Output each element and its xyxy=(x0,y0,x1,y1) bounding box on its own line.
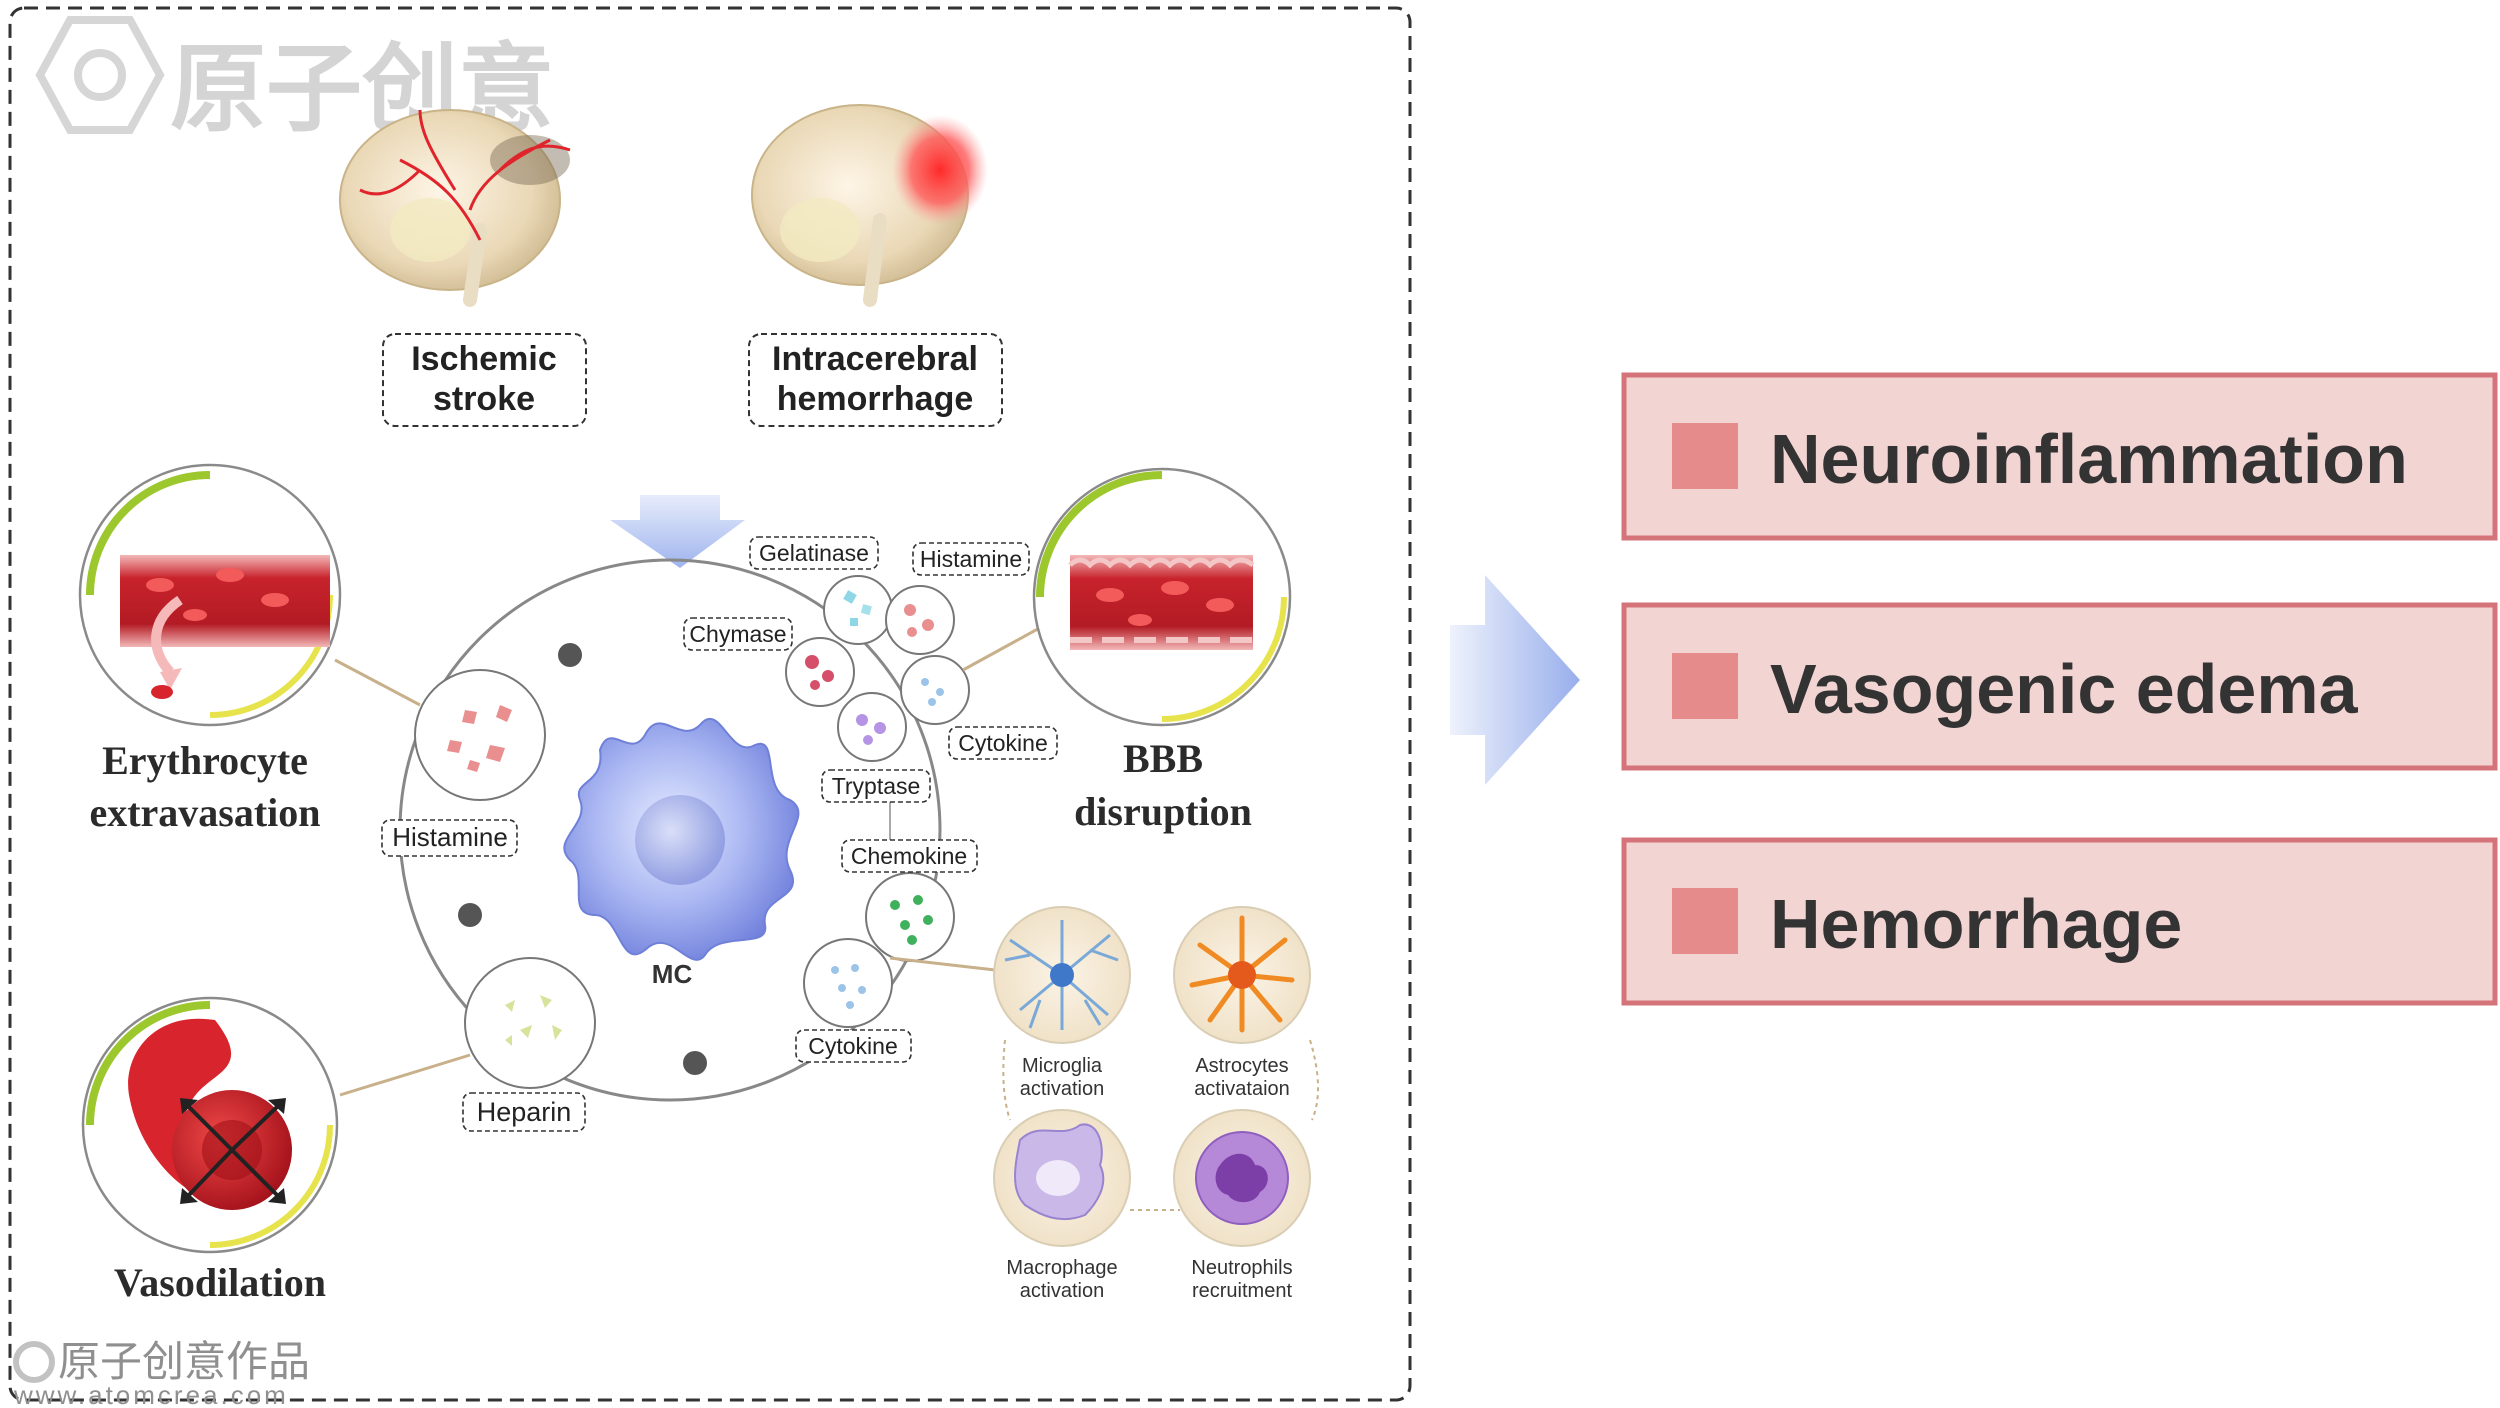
vasodilation-icon xyxy=(81,996,339,1254)
astrocyte-icon xyxy=(1173,906,1311,1044)
brain-hemorrhage-icon xyxy=(751,104,988,307)
chemokine-granule xyxy=(865,872,955,962)
tag-histamine-top: Histamine xyxy=(912,542,1030,576)
astrocyte-label-1: Astrocytes xyxy=(1195,1055,1288,1077)
outcome-vasogenic-edema-text: Vasogenic edema xyxy=(1770,650,2359,728)
cytokine-granule xyxy=(803,938,893,1028)
heparin-granule xyxy=(464,957,596,1089)
astrocyte-label-2: activataion xyxy=(1194,1078,1290,1100)
microglia-label-2: activation xyxy=(1020,1078,1105,1100)
tag-cytokine-bottom: Cytokine xyxy=(795,1029,912,1063)
tag-chemokine-text: Chemokine xyxy=(851,843,967,869)
right-arrow xyxy=(1450,575,1580,785)
outcome-neuroinflammation: Neuroinflammation xyxy=(1621,372,2498,541)
macrophage-label-1: Macrophage xyxy=(1006,1257,1117,1279)
neutrophil-icon xyxy=(1173,1109,1311,1247)
outcome-hemorrhage: Hemorrhage xyxy=(1621,837,2498,1006)
outcome-hemorrhage-text: Hemorrhage xyxy=(1770,885,2182,963)
diagram-frame xyxy=(8,6,1412,1402)
trigger-hemorrhage-line2: hemorrhage xyxy=(777,380,974,418)
trigger-ischemic-box xyxy=(382,333,587,427)
bbb-label-2: disruption xyxy=(1074,789,1252,834)
outcome-neuroinflammation-text: Neuroinflammation xyxy=(1770,420,2408,498)
tag-histamine-left: Histamine xyxy=(381,819,518,857)
tag-chymase-text: Chymase xyxy=(689,621,786,647)
tag-chemokine: Chemokine xyxy=(841,839,978,873)
tag-cytokine-top: Cytokine xyxy=(948,726,1058,760)
ring-dot-3 xyxy=(683,1051,707,1075)
ring-dot-1 xyxy=(558,643,582,667)
microglia-icon xyxy=(993,906,1131,1044)
trigger-hemorrhage-box xyxy=(748,333,1003,427)
tag-gelatinase-text: Gelatinase xyxy=(759,540,869,566)
watermark-text-bottom: 原子创意作品 xyxy=(58,1338,310,1385)
vasodilation-label: Vasodilation xyxy=(114,1260,326,1305)
macrophage-icon xyxy=(993,1109,1131,1247)
connector-erythrocyte xyxy=(334,658,421,707)
neutrophil-label-1: Neutrophils xyxy=(1191,1257,1292,1279)
tag-tryptase: Tryptase xyxy=(821,769,931,803)
tag-gelatinase: Gelatinase xyxy=(749,536,879,570)
granule-cluster xyxy=(785,575,970,762)
erythrocyte-label-1: Erythrocyte xyxy=(102,738,308,783)
tag-heparin: Heparin xyxy=(462,1092,586,1132)
connector-cells xyxy=(889,956,996,972)
cells-group-outline xyxy=(1002,1039,1319,1211)
tag-chymase: Chymase xyxy=(683,617,793,651)
connector-bbb xyxy=(962,623,1046,672)
tag-cytokine-bottom-text: Cytokine xyxy=(808,1033,897,1059)
tag-cytokine-top-text: Cytokine xyxy=(958,730,1047,756)
mast-cell-icon xyxy=(563,717,800,961)
tag-tryptase-text: Tryptase xyxy=(832,773,921,799)
bbb-disruption-icon xyxy=(1032,467,1292,727)
down-arrow xyxy=(610,495,745,568)
trigger-ischemic-line1: Ischemic xyxy=(411,340,557,378)
erythrocyte-label-2: extravasation xyxy=(89,790,320,835)
watermark-logo-bottom xyxy=(13,1341,55,1383)
tag-histamine-left-text: Histamine xyxy=(392,822,508,852)
trigger-hemorrhage-line1: Intracerebral xyxy=(772,340,978,378)
bbb-label-1: BBB xyxy=(1123,736,1203,781)
mast-cell-label: MC xyxy=(652,959,693,989)
histamine-granule xyxy=(414,669,546,801)
tag-histamine-top-text: Histamine xyxy=(920,546,1022,572)
erythrocyte-extravasation-icon xyxy=(78,463,342,727)
brain-ischemic-icon xyxy=(339,109,571,307)
neutrophil-label-2: recruitment xyxy=(1192,1280,1292,1302)
ring-dot-2 xyxy=(458,903,482,927)
tag-heparin-text: Heparin xyxy=(477,1097,572,1127)
outcome-vasogenic-edema: Vasogenic edema xyxy=(1621,602,2498,771)
watermark-url: www.atomcrea.com xyxy=(13,1380,289,1408)
connector-vasodilation xyxy=(339,1053,471,1097)
macrophage-label-2: activation xyxy=(1020,1280,1105,1302)
trigger-ischemic-line2: stroke xyxy=(433,380,535,418)
microglia-label-1: Microglia xyxy=(1022,1055,1103,1077)
watermark-logo-top xyxy=(35,16,165,134)
